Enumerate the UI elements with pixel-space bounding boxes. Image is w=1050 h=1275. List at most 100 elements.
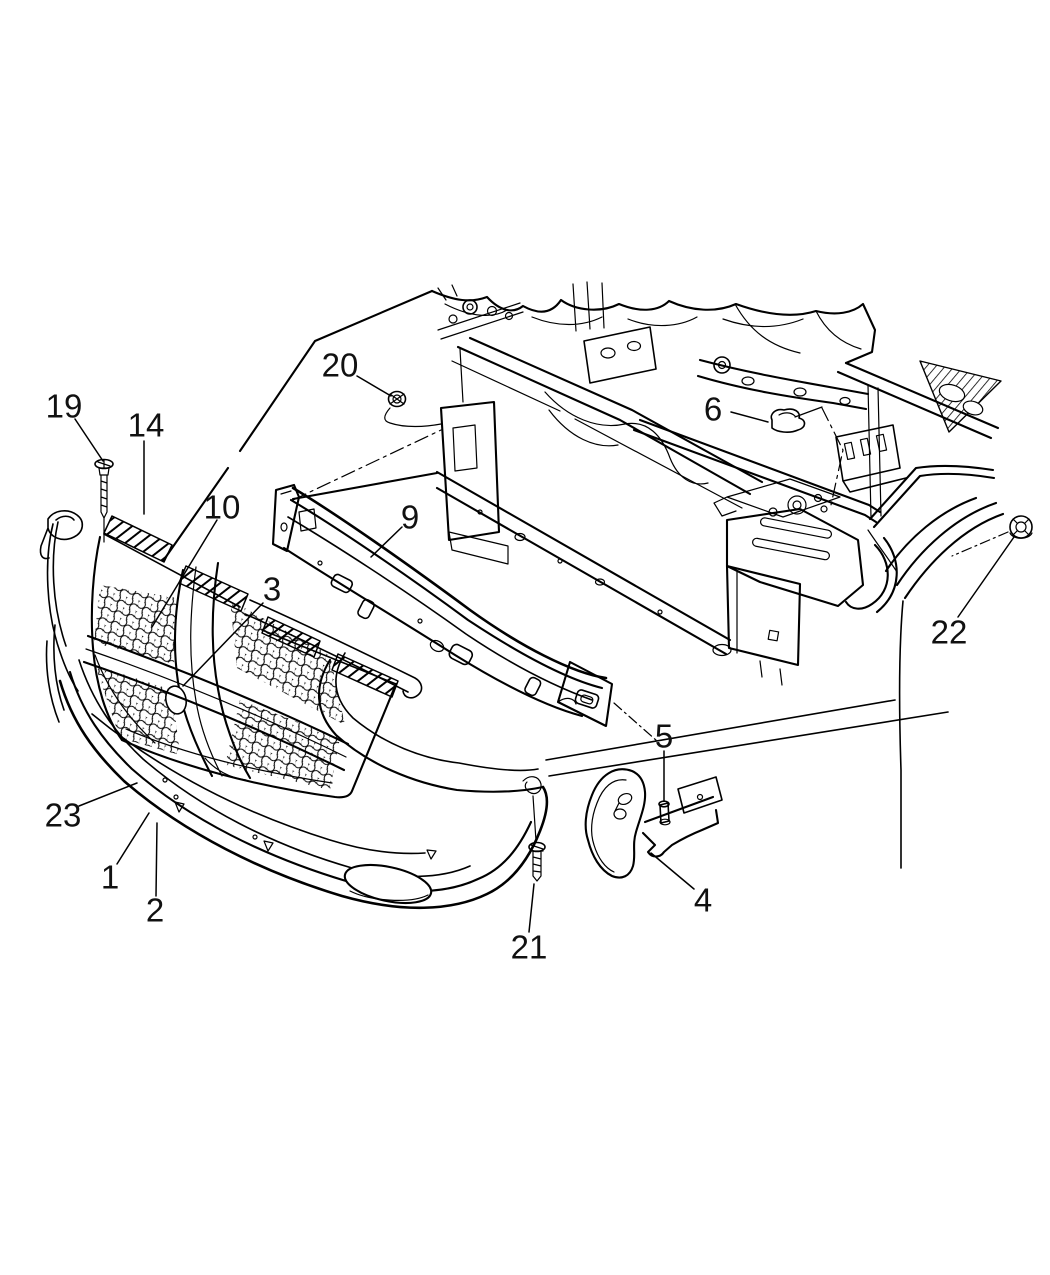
- fascia-left-wrap: [45, 624, 65, 723]
- leader-lines: [74, 375, 1015, 933]
- right-rail-and-sill: [632, 358, 1000, 524]
- leader-23: [78, 782, 138, 807]
- bumper-beam: [271, 483, 658, 742]
- callout-2: 2: [146, 892, 164, 929]
- leader-2: [155, 822, 158, 897]
- plate-ring-inner: [792, 500, 802, 510]
- screw-21: [528, 841, 546, 882]
- column-window: [448, 348, 509, 565]
- frame-rails: [291, 429, 732, 657]
- slotted-bracket: [835, 424, 907, 493]
- horn-slot: [752, 537, 830, 561]
- hood-edge-line: [161, 289, 434, 563]
- grille-assembly: [82, 515, 423, 799]
- rail-rivet: [477, 509, 483, 515]
- lower-rail-edges: [291, 470, 732, 656]
- rail-hole: [741, 376, 755, 386]
- crossmember-edges: [456, 336, 764, 496]
- grommet-20: [384, 390, 442, 428]
- leader-20: [356, 375, 392, 397]
- beam-to-bolt-projection: [613, 702, 658, 742]
- cowl-structure: [430, 281, 877, 365]
- nut-22-projection: [951, 531, 1009, 557]
- bracket-4-horn-outer: [584, 768, 647, 879]
- horn-square-hole: [767, 629, 780, 642]
- rail-hole: [793, 387, 807, 397]
- leader-3: [182, 602, 264, 687]
- leader-22: [957, 536, 1015, 618]
- rail-rivet: [557, 558, 563, 564]
- plate-hole: [626, 340, 642, 352]
- wheel-arch-arcs: [884, 496, 1005, 600]
- grille-left-edge: [90, 535, 124, 742]
- front-fascia: [39, 510, 549, 910]
- mesh-quadrant-lower-right: [225, 700, 340, 790]
- left-support-column: [439, 348, 509, 565]
- mesh-quadrant-lower-left: [95, 665, 180, 755]
- beam-face-slot: [524, 676, 542, 697]
- plate-ring: [787, 495, 807, 515]
- cross-horizontal-bar: [82, 634, 350, 772]
- bolt-head-circle-inner: [466, 303, 474, 311]
- radiator-crossmember: [451, 326, 764, 509]
- fog-lamp-opening: [343, 863, 433, 905]
- leader-21: [528, 883, 535, 933]
- callout-19: 19: [46, 388, 83, 425]
- bracket-slot: [859, 437, 872, 457]
- vent-oval: [962, 400, 984, 416]
- bracket-4-plate-hole: [696, 793, 704, 801]
- horn-lower-details: [736, 570, 783, 686]
- fascia-rivet: [173, 794, 179, 800]
- end-cap-details: [280, 490, 317, 532]
- end-bracket-notch: [557, 697, 577, 705]
- bracket-4-pin: [617, 792, 633, 806]
- bracket-4-pin-link: [614, 802, 620, 812]
- grommet-20-body: [387, 390, 407, 408]
- rocker-body-lines: [545, 699, 949, 777]
- beam-face-slot: [448, 643, 474, 666]
- right-rail-horn: [713, 478, 898, 686]
- rail-hole: [594, 578, 606, 586]
- beam-end-cap-left: [271, 483, 301, 553]
- bracket-4-plate: [677, 776, 723, 814]
- rail-hole: [514, 532, 526, 542]
- callout-10: 10: [204, 489, 241, 526]
- leader-9: [370, 526, 403, 558]
- grommet-20-cross: [389, 393, 405, 405]
- beam-mid-line: [287, 516, 593, 701]
- callout-23: 23: [45, 797, 82, 834]
- cross-horizontal-bar-inner: [85, 648, 347, 758]
- callout-labels: 19 14 20 10 3 9 6 22 5 4 21 23 1 2: [45, 347, 968, 966]
- bracket-slot: [875, 433, 888, 453]
- grille-top-tab: [331, 653, 399, 698]
- horn-top-plate: [713, 478, 841, 518]
- cross-vertical-bar-inner: [190, 566, 247, 781]
- bolt-head-circle: [462, 299, 478, 315]
- bolt-5-shaft: [659, 802, 670, 824]
- plate-hole: [813, 493, 823, 503]
- headlamp-pocket-inner: [335, 652, 539, 772]
- beam-end-bracket-right: [556, 660, 614, 728]
- screw-21-details: [530, 844, 544, 882]
- bolt-5-base: [659, 818, 671, 826]
- beam-face-slot: [357, 598, 375, 620]
- beam-centerline: [292, 429, 442, 501]
- bracket-4-assembly: [584, 768, 723, 879]
- screw-19: [94, 458, 114, 543]
- nut-22-inner: [1015, 521, 1027, 533]
- bracket-4-bar: [641, 795, 720, 858]
- fascia-mid-edge: [68, 670, 533, 893]
- bolt-head-circle: [504, 311, 514, 321]
- headlamp-pocket-outer: [318, 658, 545, 793]
- leader-1: [116, 812, 150, 865]
- grille-bottom-edge: [120, 682, 398, 799]
- callout-9: 9: [401, 499, 419, 536]
- fascia-inner-short: [94, 654, 156, 744]
- fascia-outer-edge: [58, 679, 549, 910]
- front-fender: [867, 464, 1033, 869]
- leader-10: [151, 519, 218, 628]
- sill-upper-pair: [836, 361, 1000, 440]
- rocker-line: [545, 699, 949, 777]
